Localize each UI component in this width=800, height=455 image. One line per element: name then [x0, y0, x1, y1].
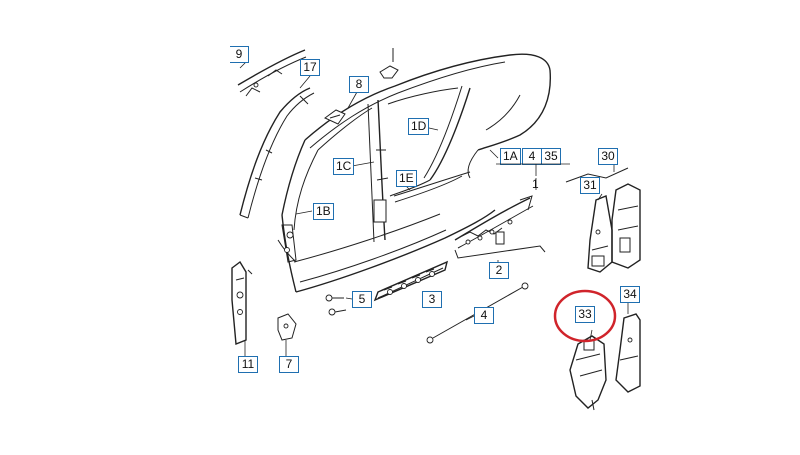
- part-11-bracket: [231, 260, 253, 345]
- part-30-assembly: [565, 167, 641, 269]
- callout-30: 30: [598, 148, 618, 165]
- callout-4-bottom: 4: [474, 307, 494, 324]
- part-2-rocker-reinforcement: [454, 195, 546, 259]
- callout-leaders: [239, 61, 629, 356]
- callout-5: 5: [352, 291, 372, 308]
- part-5-screws: [325, 294, 347, 316]
- callout-31: 31: [580, 177, 600, 194]
- body-side-panel: [277, 53, 552, 293]
- a-pillar-reinforcement: [239, 87, 315, 219]
- highlight-ring-33: [553, 289, 617, 343]
- callout-1A: 1A: [500, 148, 521, 165]
- part-33-panel: [569, 335, 607, 411]
- callout-9: 9: [230, 46, 249, 63]
- callout-1D: 1D: [408, 118, 430, 135]
- callout-7: 7: [279, 356, 299, 373]
- part-31-assembly: [587, 195, 613, 273]
- callout-11: 11: [238, 356, 258, 373]
- callout-1B: 1B: [313, 203, 334, 220]
- callout-4-top: 4: [522, 148, 542, 165]
- part-34-panel: [615, 313, 641, 393]
- label-1: 1: [532, 177, 539, 191]
- callout-35: 35: [541, 148, 561, 165]
- top-bracket: [379, 48, 399, 79]
- callout-33: 33: [575, 306, 595, 323]
- callout-34: 34: [620, 286, 640, 303]
- part-3-sill-panel: [373, 260, 449, 302]
- part-8-clip: [324, 109, 346, 125]
- part-7-bracket: [277, 313, 297, 341]
- callout-3: 3: [422, 291, 442, 308]
- callout-17: 17: [300, 59, 320, 76]
- callout-1E: 1E: [396, 170, 417, 187]
- callout-1C: 1C: [333, 158, 355, 175]
- callout-8: 8: [349, 76, 369, 93]
- callout-2: 2: [489, 262, 509, 279]
